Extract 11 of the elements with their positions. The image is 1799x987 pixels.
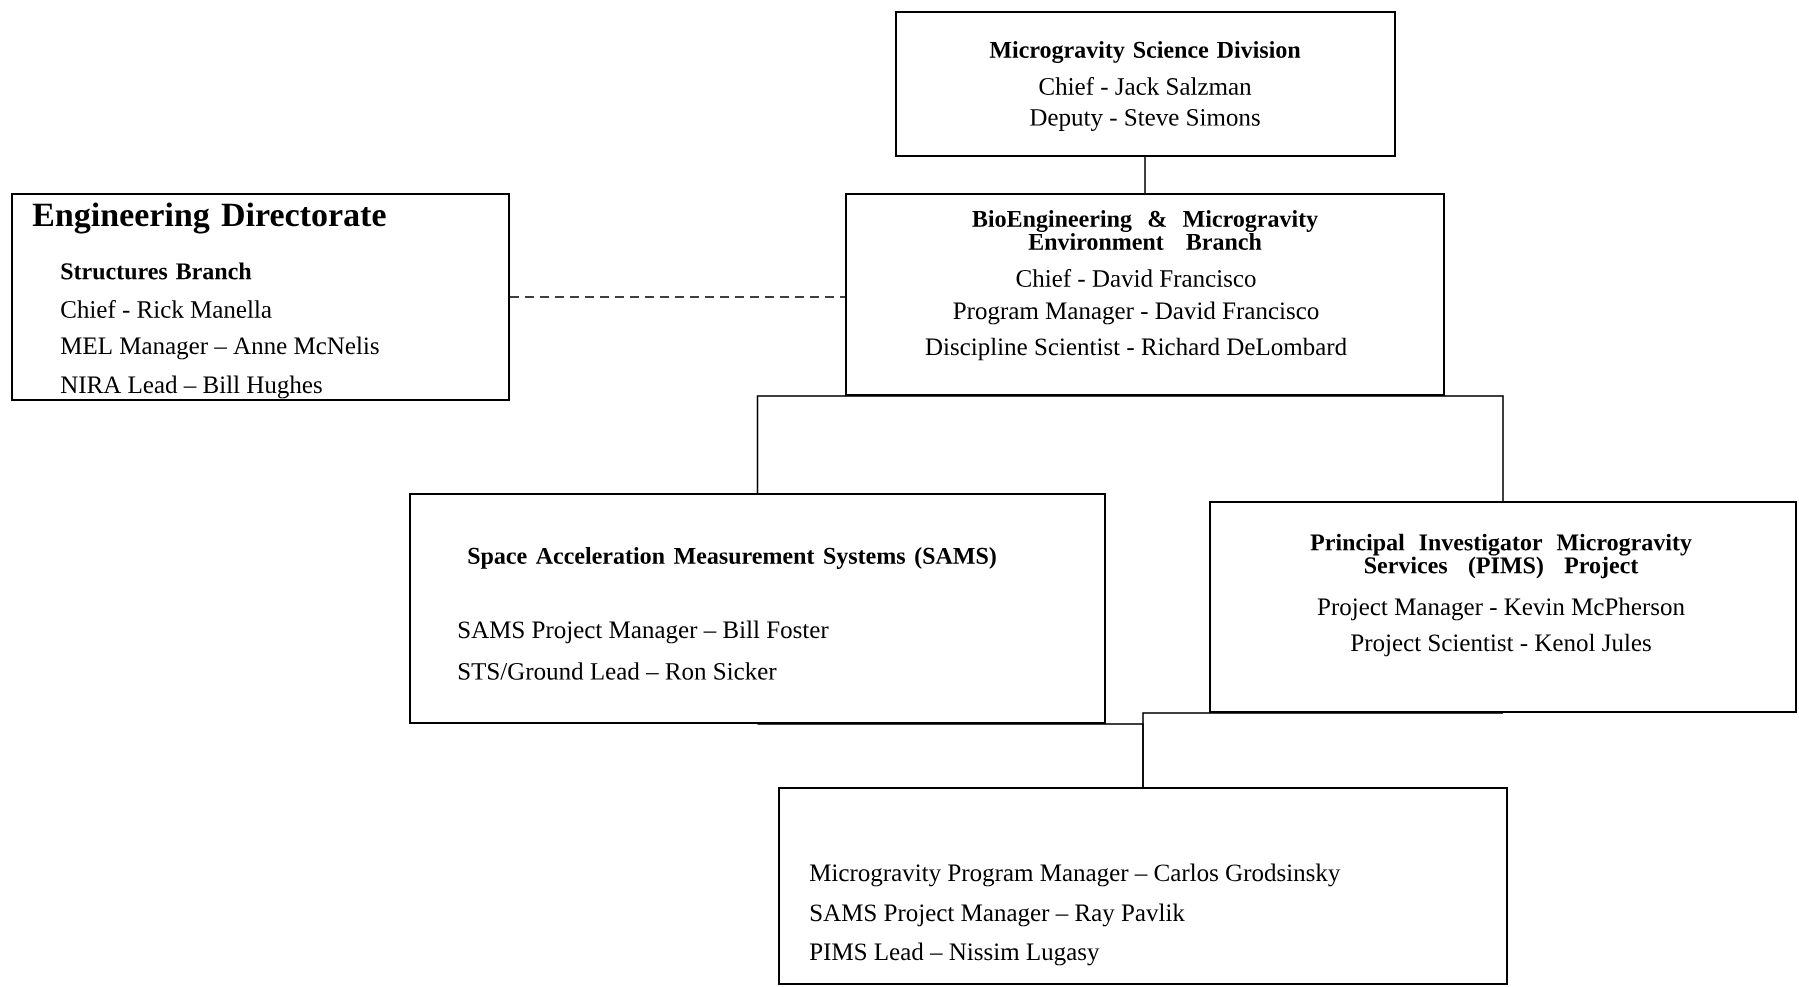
connector-line xyxy=(1144,156,1147,194)
org-box: Space Acceleration Measurement Systems (SAMS) SAMS Project Manager – Bill Foster STS/Ground Lead – Ron Sicker xyxy=(409,493,1106,724)
org-box: Microgravity Program Manager – Carlos Grodsinsky SAMS Project Manager – Ray Pavlik PIMS Lead – Nissim Lugasy xyxy=(778,787,1508,985)
org-box: BioEngineering & Microgravity Environment Branch Chief - David Francisco Program Manager - David Francisco Discipline Scientist - Richard DeLombard xyxy=(845,193,1445,396)
connector-line xyxy=(1144,395,1504,502)
org-box: Principal Investigator Microgravity Services (PIMS) Project Project Manager - Kevin McPherson Project Scientist - Kenol Jules xyxy=(1209,501,1797,713)
connector-line xyxy=(509,296,846,298)
org-box: Microgravity Science Division Chief - Jack Salzman Deputy - Steve Simons xyxy=(895,11,1396,157)
connector-line xyxy=(756,395,1146,494)
connector-line xyxy=(1142,712,1504,788)
org-box: Engineering Directorate Structures Branch Chief - Rick Manella MEL Manager – Anne McNelis NIRA Lead – Bill Hughes xyxy=(11,193,510,401)
